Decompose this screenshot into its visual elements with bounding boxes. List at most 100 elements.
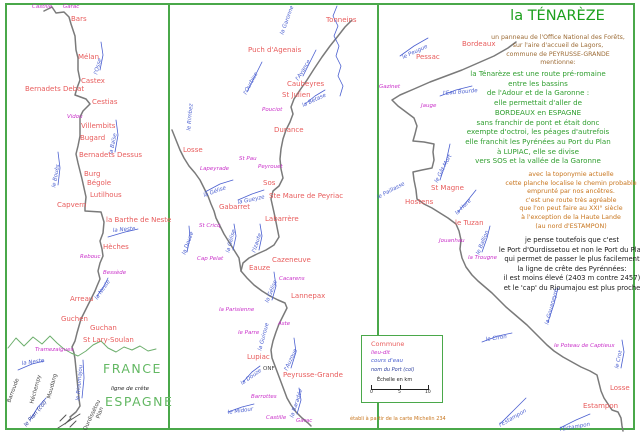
rioumajou-line	[81, 359, 85, 399]
panel-separator-right	[377, 5, 379, 428]
map-label: Losse	[183, 146, 203, 154]
hure-line	[457, 189, 477, 213]
map-label: Lapeyrade	[200, 166, 230, 172]
map-label: FRANCE	[103, 361, 162, 376]
betase-line	[304, 89, 326, 105]
map-label: Labarrère	[265, 215, 299, 223]
la-neste-line	[107, 228, 139, 238]
map-label: Guchan	[90, 324, 117, 332]
estampon-line-1	[499, 397, 527, 425]
text-line: je pense toutefois que c'est	[525, 236, 619, 244]
map-label: Jouanhau	[439, 238, 465, 244]
map-label: Sos	[263, 179, 276, 187]
map-label: St Pau	[239, 156, 257, 162]
la-garonne-line	[332, 5, 344, 97]
map-label: St Lary-Soulan	[83, 336, 134, 344]
map-label: Villembits	[81, 122, 116, 130]
map-label: Peyrusse-Grande	[283, 371, 343, 379]
crest-line	[7, 335, 157, 357]
gelise-line-1	[204, 179, 234, 193]
map-label: Bernadets Debat	[25, 85, 85, 93]
panel-separator-left	[168, 5, 170, 428]
map-label: Peyrouet	[258, 164, 283, 170]
gouaneyre-line	[547, 287, 559, 323]
scale-bar	[371, 385, 429, 390]
text-line: sur l'aire d'accueil de Lagors,	[512, 42, 604, 50]
map-label: Rebouc	[80, 254, 101, 260]
map-label: Ste Maure de Peyriac	[269, 192, 344, 200]
ourbise-line	[246, 61, 263, 93]
map-label: Puch d'Agenais	[248, 46, 302, 54]
map-label: le Poteau de Captieux	[554, 343, 615, 349]
map-label: Lupiac	[247, 353, 270, 361]
map-label: Cacarens	[279, 276, 305, 282]
avance-line	[302, 49, 317, 77]
map-label: Capvern	[57, 201, 87, 209]
auzoue-line	[290, 337, 297, 369]
map-label: Pouciot	[262, 107, 283, 113]
map-label: Cazeneuve	[272, 256, 311, 264]
eau-bourde-line	[439, 85, 473, 97]
legend-port: nom du Port (col)	[371, 367, 415, 373]
intro-text-block: un panneau de l'Office National des Forê…	[468, 34, 640, 68]
map-label: Gazinet	[379, 84, 401, 90]
text-line: la Ténarèze est une route pré-romaine	[470, 69, 606, 78]
text-line: vers SOS et la vallée de la Garonne	[475, 156, 601, 166]
douze-line-2	[242, 365, 261, 383]
douze-line-1	[186, 225, 191, 253]
gelise-line-3	[271, 271, 277, 301]
map-label: Cap Pelat	[197, 256, 224, 262]
map-label: Losse	[610, 384, 630, 392]
text-line: sans franchir de pont et était donc	[476, 117, 600, 127]
izaute-line	[258, 223, 263, 251]
gueyze-line	[237, 189, 265, 201]
legend-lieu-dit: lieu-dit	[371, 350, 391, 356]
map-label: Garac	[296, 418, 313, 424]
map-label: Vidou	[67, 114, 83, 120]
text-line: un panneau de l'Office National des Forê…	[491, 34, 625, 41]
la-baise-line	[114, 119, 119, 153]
map-label: ligne de crête	[111, 386, 149, 392]
text-line: à l'exception de la Haute Lande	[521, 213, 621, 221]
map-label: Tramezaïgues	[35, 347, 74, 353]
map-label: Castex	[81, 77, 105, 85]
text-line: mentionne:	[540, 59, 576, 67]
ballion-line	[481, 225, 491, 253]
scale-tick-10: 10	[425, 390, 431, 395]
text-line: à LUPIAC, elle se divise	[497, 146, 579, 156]
map-label: Gabarret	[219, 203, 250, 211]
scale-label: Échelle en km	[377, 377, 413, 383]
route-pyrenees-section	[43, 6, 105, 418]
text-line: de l'Adour et de la Garonne :	[486, 88, 590, 98]
map-label: Hostens	[405, 198, 434, 206]
map-label: Castille	[32, 4, 53, 10]
map-label: Bugard	[80, 134, 106, 142]
map-label: la Barthe de Neste	[106, 216, 172, 224]
gelise-line-2	[232, 223, 237, 251]
map-label: Castille	[266, 415, 287, 421]
baradee-line	[296, 387, 302, 415]
text-line: qui permet de passer le plus facilement	[504, 255, 640, 264]
map-label: Caubeyres	[287, 80, 325, 88]
legend-box: Commune lieu-dit cours d'eau nom du Port…	[361, 335, 443, 403]
map-label: Guchen	[61, 315, 88, 323]
spain-road-hatch	[57, 413, 81, 429]
text-line: commune de PEYRUSSE-GRANDE	[506, 50, 610, 58]
text-line: elle permettait d'aller de	[494, 98, 582, 108]
route-gers-section-losse-branch	[171, 129, 242, 272]
spain-road-hatch	[59, 414, 67, 422]
text-line: elle franchit les Pyrénées au Port du Pl…	[465, 136, 611, 146]
ciron-line	[481, 332, 513, 343]
map-label: Cestias	[92, 98, 118, 106]
route-gers-section-main	[240, 19, 353, 427]
source-caption: établi à partir de la carte Michelin 234	[350, 416, 446, 422]
map-label: Bordeaux	[462, 40, 496, 48]
map-label: Lannepax	[291, 292, 326, 300]
map-label: Burg	[84, 170, 101, 178]
map-label: St Julien	[282, 91, 311, 99]
map-label: ONF	[263, 366, 275, 372]
spain-road-hatch	[69, 420, 77, 428]
